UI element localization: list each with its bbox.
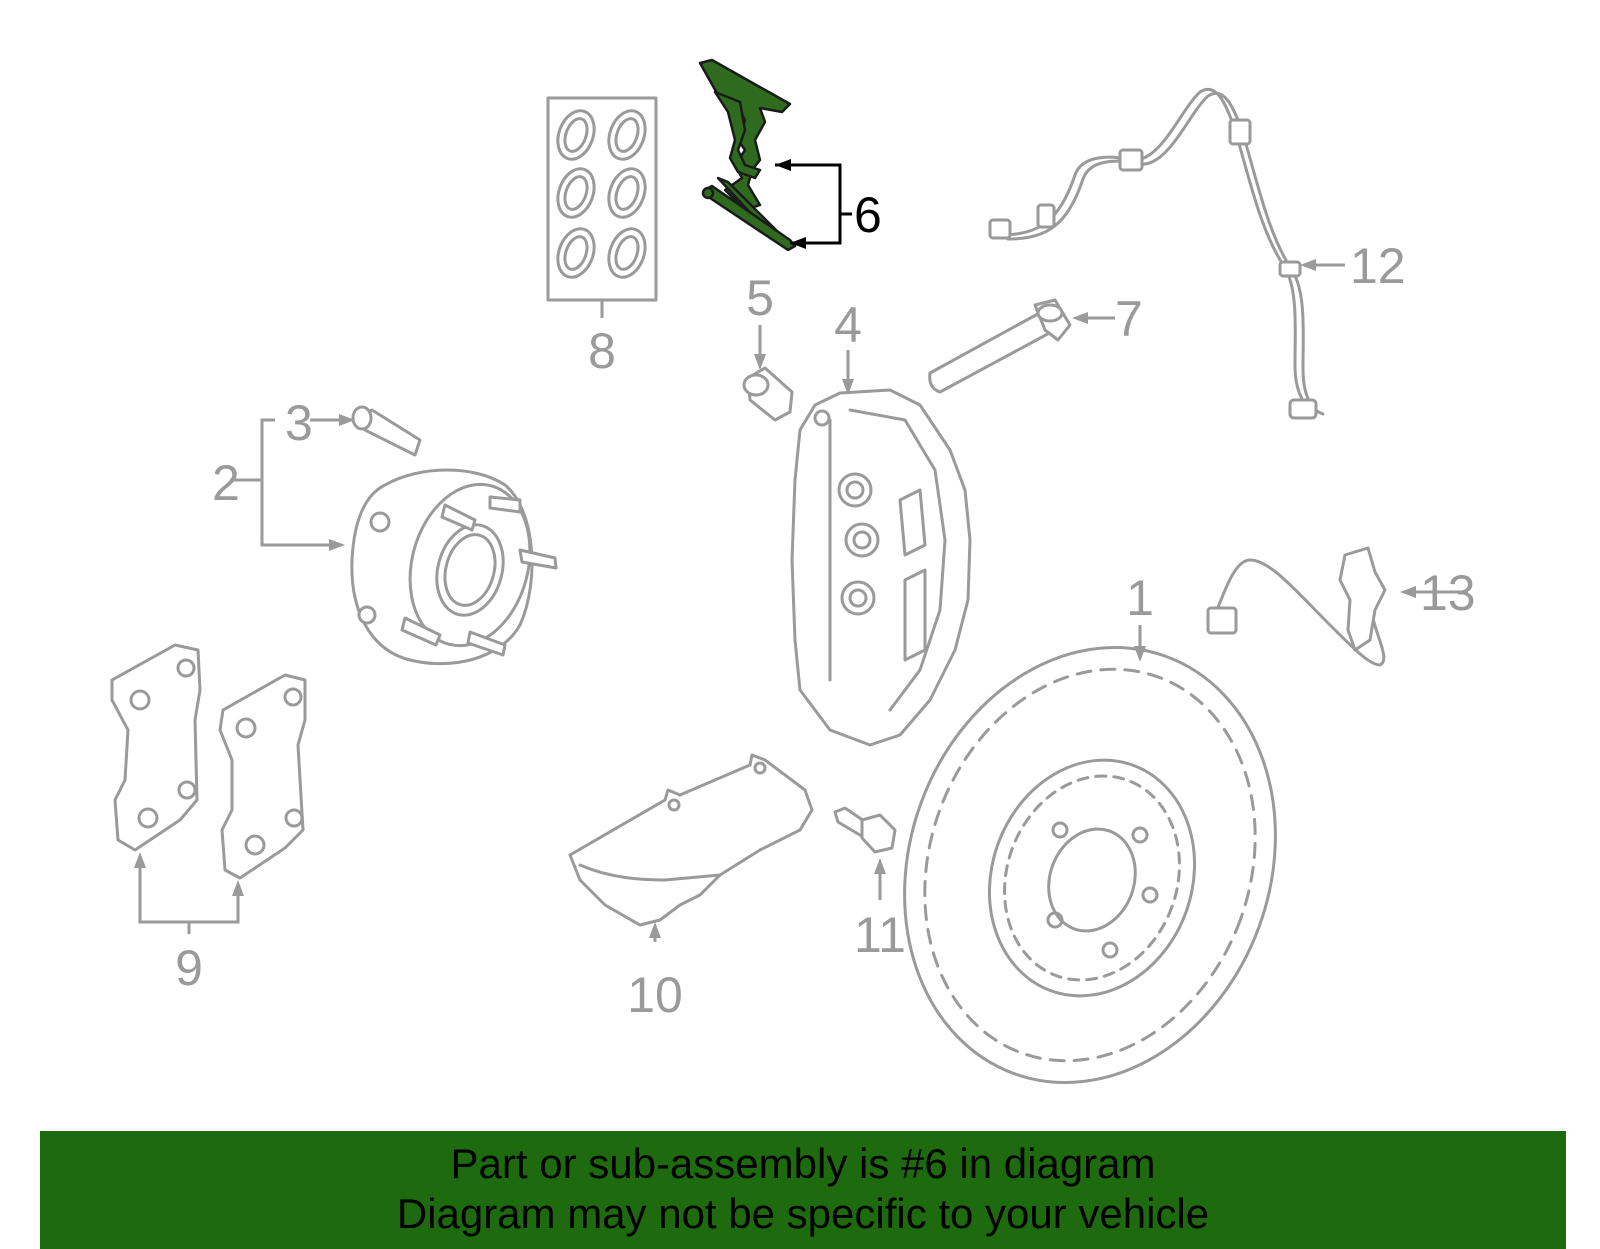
banner-line-2: Diagram may not be specific to your vehi… (396, 1190, 1210, 1237)
callout-6: 6 (854, 187, 882, 243)
callout-12: 12 (1350, 238, 1406, 294)
callout-11: 11 (854, 907, 906, 963)
callout-7: 7 (1115, 291, 1143, 347)
hub-bearing-part-2[interactable] (230, 418, 558, 666)
hardware-kit-part-6[interactable] (698, 58, 852, 252)
guide-pin-part-7[interactable] (928, 298, 1115, 394)
bolt-part-11[interactable] (833, 806, 897, 900)
sensor-harness-part-12[interactable] (988, 87, 1345, 420)
parts-diagram: 8 6 12 7 5 (110, 58, 1476, 1130)
callout-10: 10 (627, 967, 683, 1023)
sensor-part-13[interactable] (1206, 546, 1468, 667)
rotor-part-1[interactable] (845, 595, 1335, 1130)
callout-8: 8 (588, 323, 616, 379)
callout-2: 2 (212, 455, 240, 511)
bleeder-screw-part-5[interactable] (742, 325, 794, 422)
splash-shield-part-10[interactable] (568, 753, 814, 942)
callout-4: 4 (834, 297, 862, 353)
caliper-part-4[interactable] (790, 350, 972, 747)
callout-5: 5 (746, 270, 774, 326)
callout-13: 13 (1420, 565, 1476, 621)
banner-line-1: Part or sub-assembly is #6 in diagram (450, 1140, 1156, 1187)
seal-kit-part-8[interactable] (546, 96, 658, 318)
wheel-stud-part-3[interactable] (310, 405, 422, 457)
info-banner: Part or sub-assembly is #6 in diagram Di… (40, 1131, 1566, 1249)
callout-3: 3 (285, 395, 313, 451)
brake-pads-part-9[interactable] (110, 643, 307, 934)
callout-1: 1 (1126, 570, 1154, 626)
callout-9: 9 (175, 940, 203, 996)
